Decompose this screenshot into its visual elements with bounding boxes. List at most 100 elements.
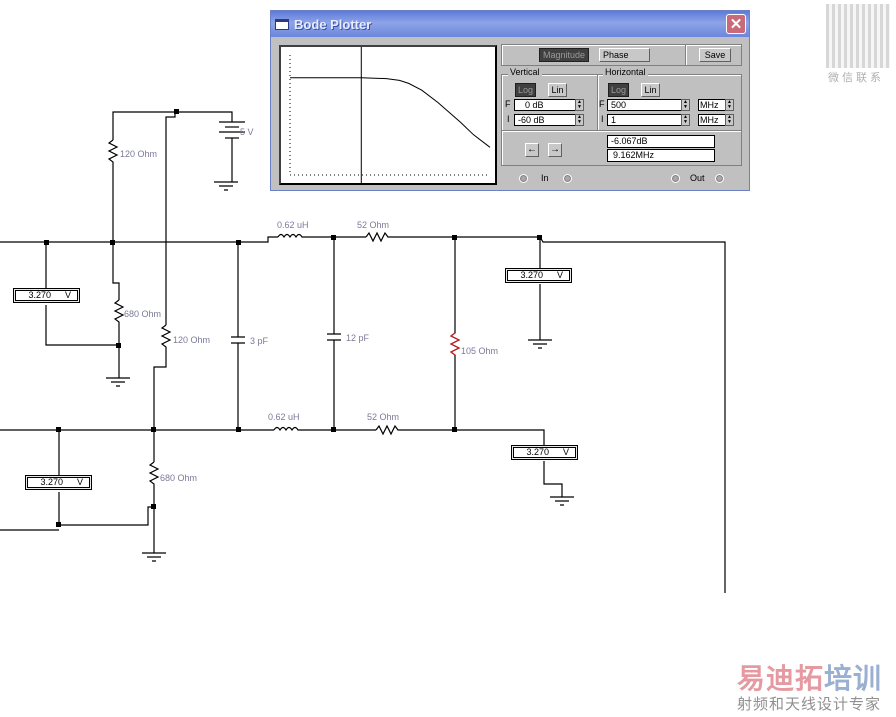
label-r2: 680 Ohm <box>124 309 161 319</box>
voltmeter[interactable]: 3.270 V <box>505 268 572 283</box>
wire <box>539 236 726 593</box>
wire <box>0 236 278 243</box>
label-l1: 0.62 uH <box>277 220 309 230</box>
inductor-l2 <box>273 426 376 432</box>
vertical-log-button[interactable]: Log <box>515 83 536 97</box>
title-bar[interactable]: Bode Plotter ✕ <box>271 11 749 37</box>
voltmeter-value: 3.270 <box>28 290 51 300</box>
horizontal-log-button[interactable]: Log <box>608 83 629 97</box>
bode-plot[interactable] <box>279 45 497 185</box>
label-r5: 52 Ohm <box>357 220 389 230</box>
capacitor-c1 <box>231 336 245 344</box>
close-button[interactable]: ✕ <box>726 14 746 34</box>
bode-plot-canvas <box>289 47 491 183</box>
label-v1: 5 V <box>240 127 254 137</box>
label-r3: 120 Ohm <box>173 335 210 345</box>
resistor-r2 <box>113 299 125 378</box>
voltmeter[interactable]: 3.270 V <box>25 475 92 490</box>
voltmeter-value: 3.270 <box>520 270 543 280</box>
magnitude-button[interactable]: Magnitude <box>539 48 589 62</box>
vertical-group-label: Vertical <box>508 67 542 77</box>
in-terminal-plus[interactable] <box>519 174 528 183</box>
ground-icon <box>142 552 166 562</box>
brand-part-b: 培训 <box>824 663 883 694</box>
resistor-r3 <box>153 324 172 430</box>
inductor-l1 <box>277 233 334 239</box>
horizontal-final-unit-spinner[interactable]: ▲▼ <box>725 99 734 111</box>
resistor-r4 <box>148 461 160 553</box>
save-button[interactable]: Save <box>699 48 731 62</box>
horizontal-initial-unit[interactable]: MHz <box>698 114 726 126</box>
qr-caption: 微信联系 <box>828 72 884 84</box>
horizontal-final-unit[interactable]: MHz <box>698 99 726 111</box>
brand-part-a: 易迪拓 <box>737 663 825 694</box>
voltmeter-value: 3.270 <box>40 477 63 487</box>
brand-watermark: 易迪拓培训 <box>737 657 882 697</box>
voltmeter-unit: V <box>76 477 83 487</box>
ground-icon <box>528 339 552 349</box>
divider <box>685 45 687 65</box>
label-r4: 680 Ohm <box>160 473 197 483</box>
out-terminal-minus[interactable] <box>715 174 724 183</box>
horizontal-final-input[interactable]: 500 <box>607 99 682 111</box>
vertical-final-spinner[interactable]: ▲▼ <box>575 99 584 111</box>
mode-panel: Magnitude Phase Save <box>501 44 742 66</box>
label-r1: 120 Ohm <box>120 149 157 159</box>
voltmeter-unit: V <box>562 447 569 457</box>
out-terminal-plus[interactable] <box>671 174 680 183</box>
wire <box>455 236 541 340</box>
vertical-initial-label: I <box>507 114 510 124</box>
voltmeter[interactable]: 3.270 V <box>511 445 578 460</box>
voltmeter-unit: V <box>556 270 563 280</box>
vertical-initial-spinner[interactable]: ▲▼ <box>575 114 584 126</box>
ground-icon <box>214 181 238 191</box>
horizontal-group-label: Horizontal <box>603 67 648 77</box>
in-label: In <box>541 173 549 183</box>
label-r7: 105 Ohm <box>461 346 498 356</box>
voltmeter-unit: V <box>64 290 71 300</box>
bode-plotter-window[interactable]: Bode Plotter ✕ Magnitude Phase Save Vert… <box>270 10 750 191</box>
vertical-lin-button[interactable]: Lin <box>548 83 567 97</box>
wire <box>165 112 176 242</box>
in-terminal-minus[interactable] <box>563 174 572 183</box>
ground-icon <box>106 377 130 387</box>
resistor-r5 <box>365 231 455 243</box>
battery-icon <box>219 121 245 139</box>
junctions <box>44 109 542 527</box>
vertical-final-input[interactable]: 0 dB <box>514 99 576 111</box>
horizontal-initial-input[interactable]: 1 <box>607 114 682 126</box>
window-icon <box>275 18 289 30</box>
voltmeter-value: 3.270 <box>526 447 549 457</box>
label-r6: 52 Ohm <box>367 412 399 422</box>
capacitor-c2 <box>327 333 341 341</box>
readout-frequency: 9.162MHz <box>607 149 715 162</box>
label-c2: 12 pF <box>346 333 370 343</box>
wire <box>112 242 120 300</box>
phase-button[interactable]: Phase <box>599 48 650 62</box>
voltmeter[interactable]: 3.270 V <box>13 288 80 303</box>
label-l2: 0.62 uH <box>268 412 300 422</box>
horizontal-initial-spinner[interactable]: ▲▼ <box>681 114 690 126</box>
wire <box>45 242 119 346</box>
horizontal-final-label: F <box>599 99 605 109</box>
vertical-initial-input[interactable]: -60 dB <box>514 114 576 126</box>
out-label: Out <box>690 173 705 183</box>
horizontal-initial-unit-spinner[interactable]: ▲▼ <box>725 114 734 126</box>
wire <box>0 430 154 531</box>
horizontal-initial-label: I <box>601 114 604 124</box>
resistor-r6 <box>375 424 563 497</box>
resistor-r1 <box>107 139 119 242</box>
ground-icon <box>550 496 574 506</box>
horizontal-lin-button[interactable]: Lin <box>641 83 660 97</box>
qr-code-watermark <box>826 4 890 68</box>
magnitude-curve <box>290 77 491 148</box>
cursor-right-button[interactable]: → <box>548 143 562 157</box>
window-title: Bode Plotter <box>294 16 372 32</box>
cursor-panel <box>501 130 742 166</box>
label-c1: 3 pF <box>250 336 269 346</box>
wire <box>112 111 233 140</box>
cursor-left-button[interactable]: ← <box>525 143 539 157</box>
brand-tagline: 射频和天线设计专家 <box>737 696 882 713</box>
horizontal-final-spinner[interactable]: ▲▼ <box>681 99 690 111</box>
